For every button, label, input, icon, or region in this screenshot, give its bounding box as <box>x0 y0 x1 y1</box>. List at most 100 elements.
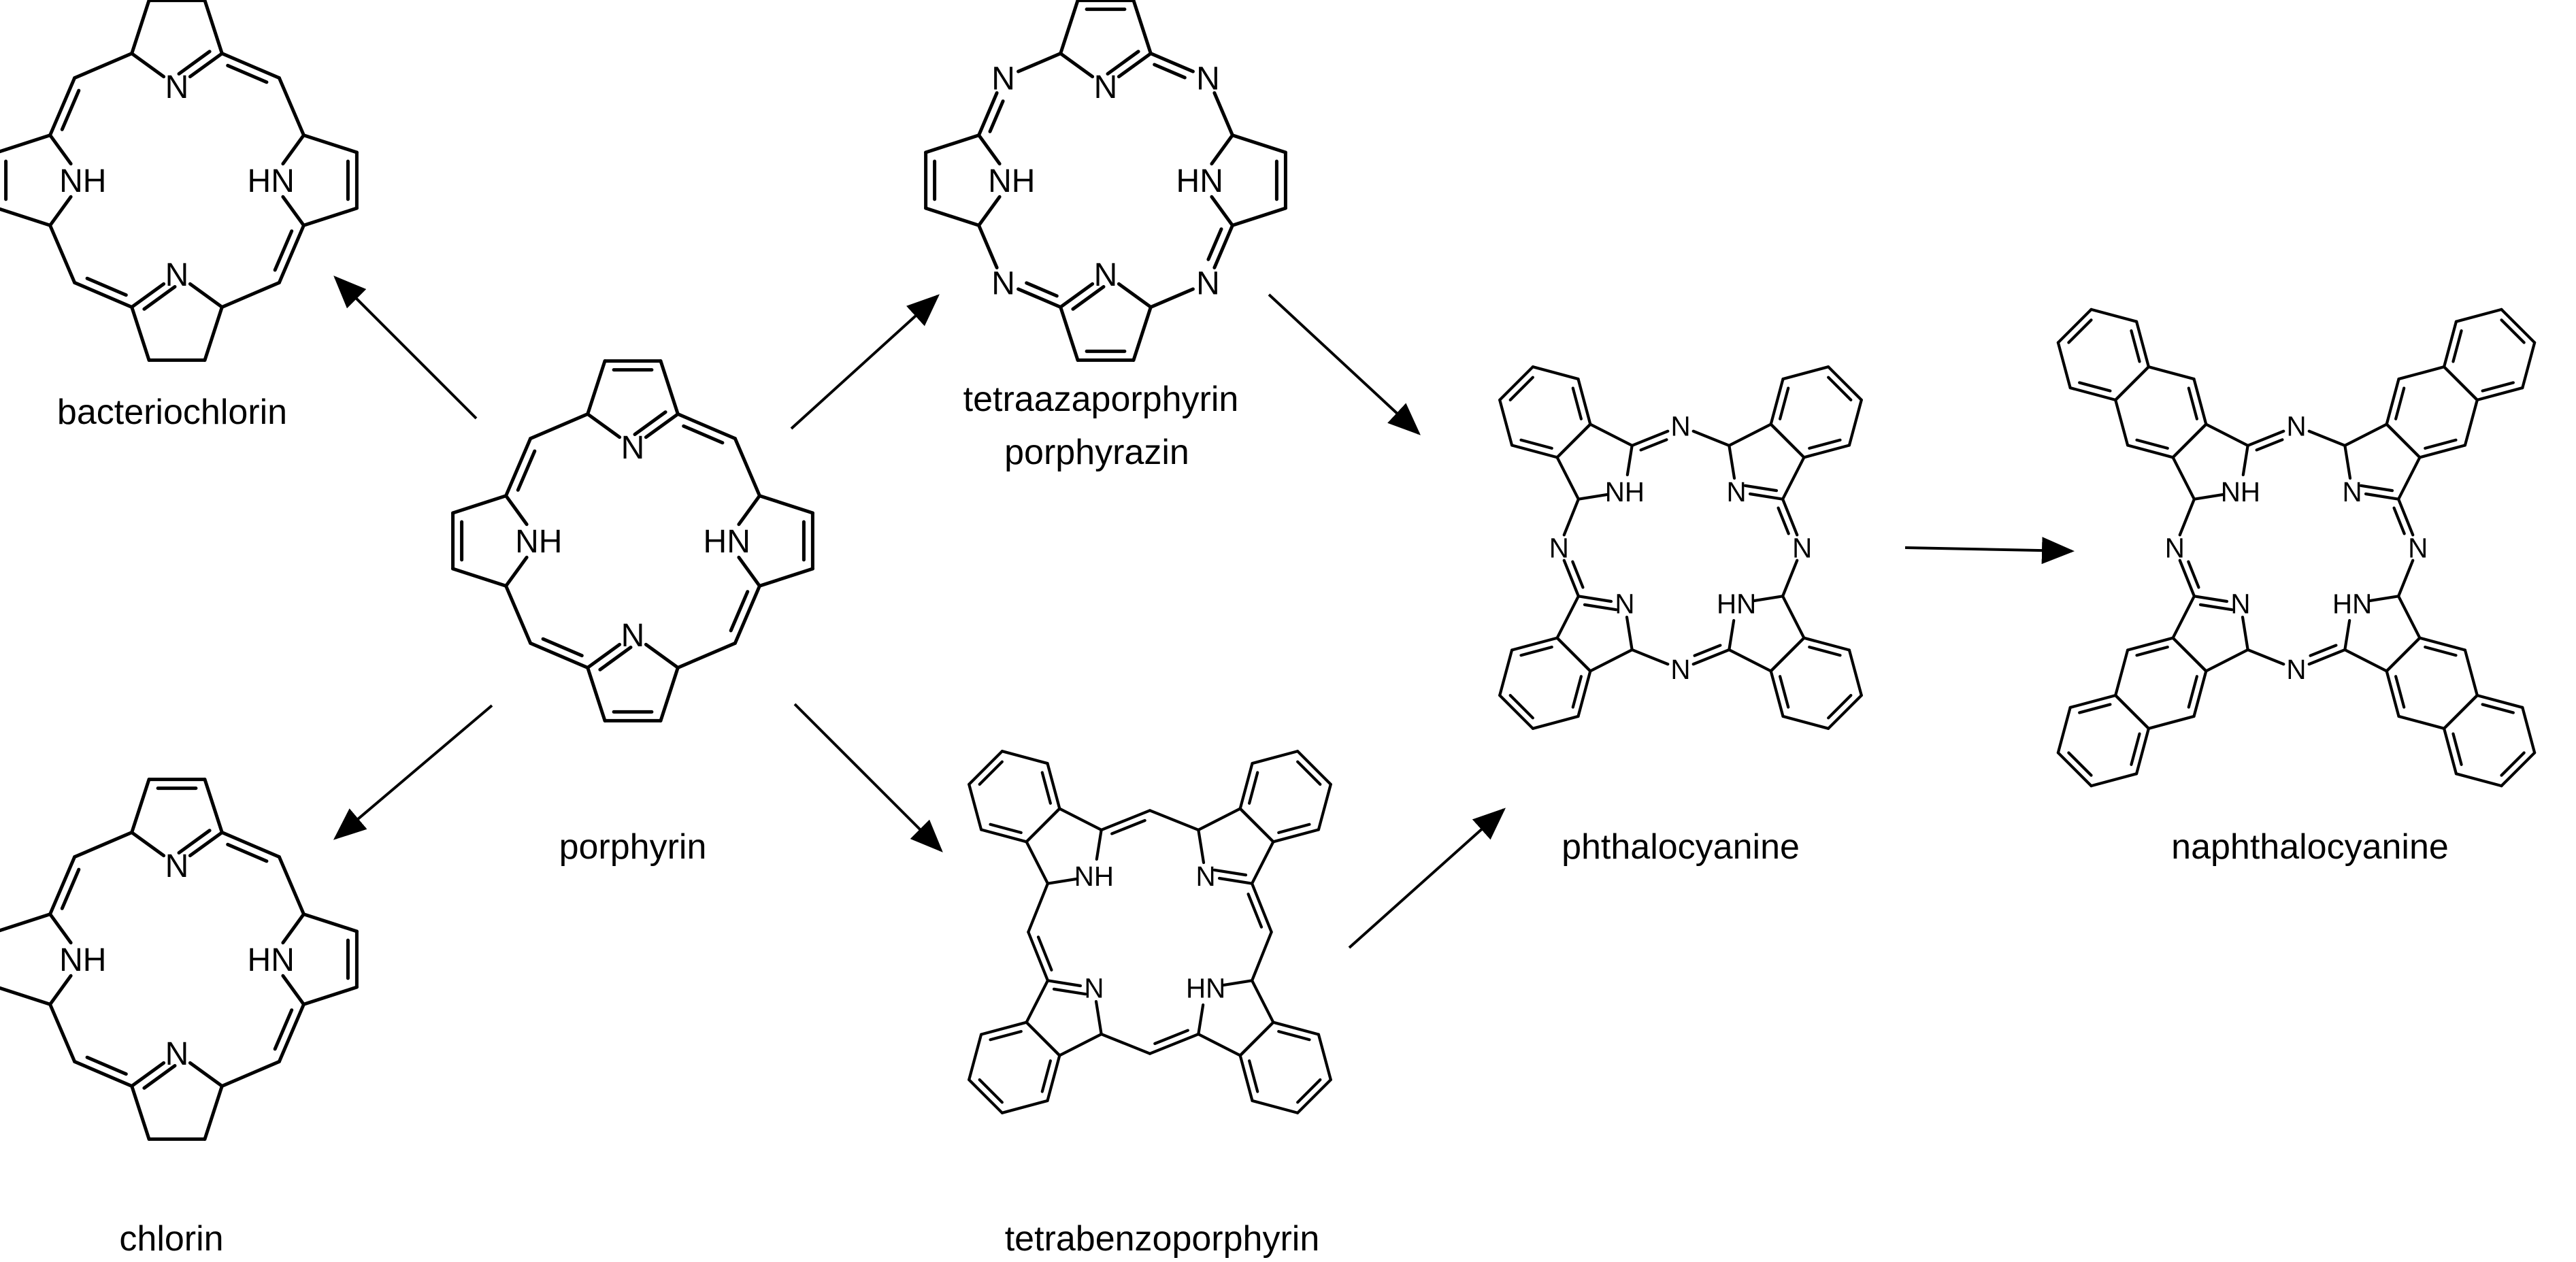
ring-bond <box>2343 648 2388 673</box>
atom-n-bottom: N <box>1094 257 1118 293</box>
benzo-bond <box>1498 648 1514 697</box>
naphtho-inner-bond <box>2418 636 2467 652</box>
caption-tetrabenzoporphyrin: tetrabenzoporphyrin <box>1005 1219 1320 1259</box>
naphtho-outer-bond <box>2442 727 2458 776</box>
naphtho-outer-double <box>2130 329 2141 363</box>
meso-double <box>1777 506 1790 535</box>
benzo-double <box>1248 1059 1259 1093</box>
meso-double <box>1246 893 1264 929</box>
ring-bond <box>1059 0 1080 56</box>
naphtho-inner-bond <box>2397 714 2446 730</box>
meso-bond <box>1630 429 1670 448</box>
meso-double <box>85 1055 128 1076</box>
naphtho-outer-bond <box>2500 751 2537 788</box>
naphtho-outer-bond <box>2442 365 2479 402</box>
ring-bond <box>2343 444 2352 480</box>
atom-n-bottom: N <box>1615 588 1634 619</box>
ring-bond <box>586 412 622 439</box>
benzo-bond <box>1317 1033 1332 1082</box>
naphtho-outer-double <box>2481 703 2515 714</box>
benzo-bond <box>1272 1020 1321 1036</box>
ring-bond <box>281 974 306 1006</box>
naphtho-outer-double <box>2481 381 2515 393</box>
ring-bond <box>659 665 680 723</box>
benzo-double <box>1248 771 1259 805</box>
meso-bond <box>277 1002 306 1063</box>
meso-bond <box>220 52 281 80</box>
ring-bond <box>130 1084 151 1141</box>
meso-double <box>226 842 269 863</box>
meso-bond <box>2396 497 2415 537</box>
caption-naphthalocyanine: naphthalocyanine <box>2171 827 2449 867</box>
naphtho-outer-bond <box>2090 772 2139 788</box>
benzo-double <box>1277 1030 1311 1042</box>
benzo-double <box>1508 376 1534 401</box>
meso-bond <box>676 641 737 669</box>
ring-bond <box>130 778 151 835</box>
ring-bond <box>2205 648 2249 673</box>
atom-n-top: N <box>621 430 645 466</box>
meso-double <box>541 637 584 658</box>
atom-hn-right: HN <box>1717 588 1756 619</box>
ring-bond <box>1589 422 1634 448</box>
naphtho-inner-double <box>2135 438 2169 450</box>
ring-bond <box>301 206 359 227</box>
ring-bond <box>1059 52 1095 79</box>
atom-nh-left: NH <box>1605 476 1645 508</box>
meso-double <box>1693 644 1722 657</box>
atom-hn-right: HN <box>2332 588 2372 619</box>
ring-bond <box>1555 456 1581 501</box>
ring-bond <box>977 133 1002 166</box>
meso-bond <box>1148 1032 1200 1055</box>
benzo-bond <box>1555 422 1592 459</box>
benzo-double <box>1040 1059 1052 1093</box>
meso-bond <box>2246 429 2285 448</box>
benzo-double <box>978 760 1004 786</box>
benzo-bond <box>1531 714 1580 730</box>
ring-bond <box>1094 999 1103 1036</box>
benzo-bond <box>1769 636 1806 673</box>
atom-meso-n: N <box>1549 532 1569 563</box>
benzo-double <box>1779 386 1790 420</box>
meso-bond <box>73 280 134 309</box>
atom-meso-n: N <box>1196 265 1220 301</box>
meso-bond <box>48 855 77 916</box>
meso-double <box>1110 818 1146 835</box>
meso-bond <box>977 91 999 137</box>
ring-bond <box>757 494 814 515</box>
naphtho-inner-bond <box>2171 422 2208 459</box>
ring-bond <box>1197 1003 1205 1036</box>
meso-bond <box>1148 809 1200 832</box>
meso-bond <box>73 831 134 859</box>
meso-bond <box>2178 497 2196 537</box>
naphtho-outer-double <box>2130 732 2141 766</box>
meso-double <box>1036 935 1053 972</box>
meso-bond <box>2307 429 2347 448</box>
benzo-bond <box>968 782 983 831</box>
benzo-bond <box>1847 648 1863 697</box>
ring-bond <box>2367 595 2400 603</box>
ring-bond <box>1250 840 1275 885</box>
atom-meso-n: N <box>991 61 1015 97</box>
benzo-bond <box>1826 365 1863 402</box>
ring-bond <box>1025 979 1050 1024</box>
cn-double <box>633 410 667 436</box>
ring-bond <box>977 195 1002 227</box>
naphtho-inner-bond <box>2397 365 2446 381</box>
arrow-phthalocyanine-to-naphthalocyanine <box>1904 537 2075 565</box>
benzo-bond <box>1251 750 1300 765</box>
meso-bond <box>48 1002 77 1063</box>
benzo-bond <box>1769 422 1806 459</box>
naphtho-outer-bond <box>2114 365 2151 402</box>
naphtho-inner-bond <box>2192 669 2208 718</box>
benzo-bond <box>968 1078 1004 1114</box>
ring-bond <box>130 1061 166 1088</box>
benzo-bond <box>1046 761 1061 810</box>
atom-n-top: N <box>1094 69 1118 105</box>
atom-meso-n: N <box>2408 532 2428 563</box>
ring-bond <box>1117 52 1153 79</box>
